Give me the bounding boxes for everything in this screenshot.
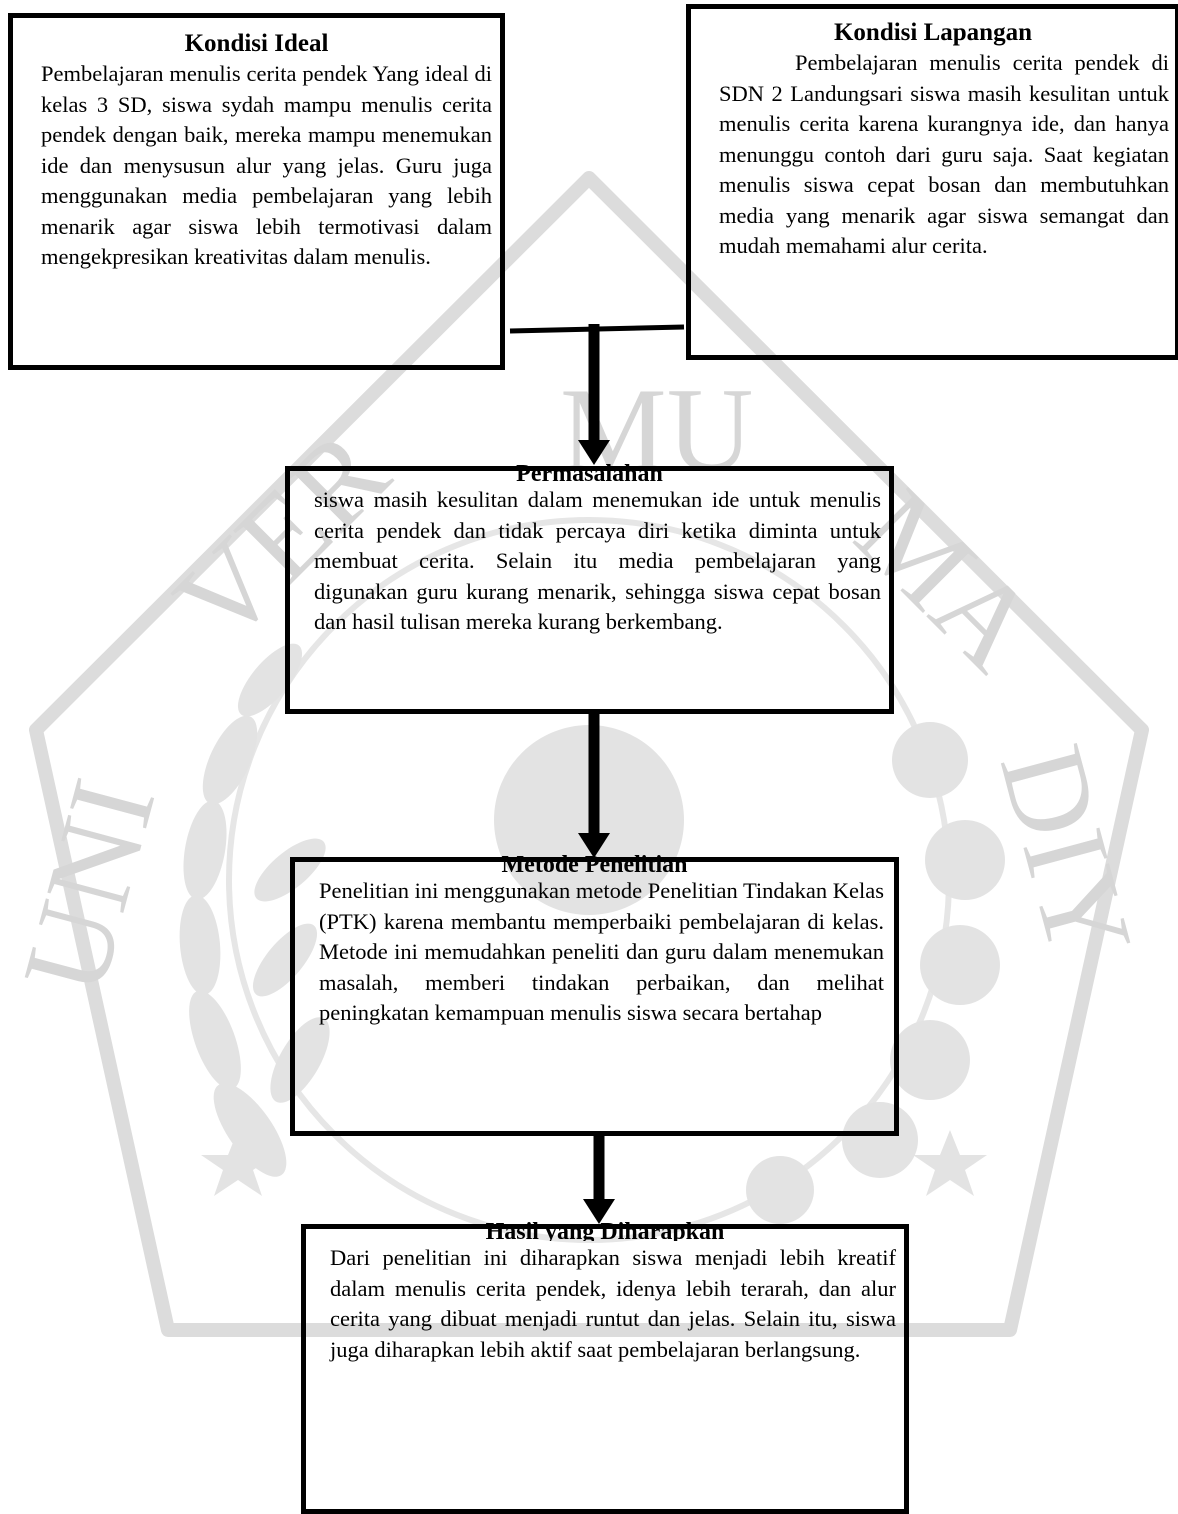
box-kondisi-ideal: Kondisi Ideal Pembelajaran menulis cerit… (8, 13, 505, 370)
box-text-metode-penelitian: Penelitian ini menggunakan metode Peneli… (319, 878, 884, 1025)
arrow-head-permasalahan (578, 440, 610, 465)
arrow-head-hasil (583, 1199, 615, 1224)
box-title-metode-penelitian: Metode Penelitian (501, 855, 688, 874)
box-title-kondisi-lapangan: Kondisi Lapangan (833, 19, 1032, 46)
box-hasil-diharapkan: Hasil yang Diharapkan Dari penelitian in… (301, 1222, 909, 1514)
box-text-kondisi-lapangan: Pembelajaran menulis cerita pendek di SD… (719, 50, 1169, 258)
box-title-hasil-diharapkan: Hasil yang Diharapkan (485, 1222, 725, 1241)
box-text-hasil-diharapkan: Dari penelitian ini diharapkan siswa men… (330, 1245, 896, 1362)
box-title-permasalahan: Permasalahan (516, 464, 663, 482)
arrow-head-metode (578, 833, 610, 858)
box-text-kondisi-ideal: Pembelajaran menulis cerita pendek Yang … (41, 61, 492, 269)
box-kondisi-lapangan: Kondisi Lapangan Pembelajaran menulis ce… (686, 4, 1178, 360)
box-permasalahan: Permasalahan siswa masih kesulitan dalam… (285, 464, 894, 714)
box-metode-penelitian: Metode Penelitian Penelitian ini menggun… (290, 855, 899, 1136)
box-title-kondisi-ideal: Kondisi Ideal (184, 30, 329, 57)
box-text-permasalahan: siswa masih kesulitan dalam menemukan id… (314, 487, 881, 634)
